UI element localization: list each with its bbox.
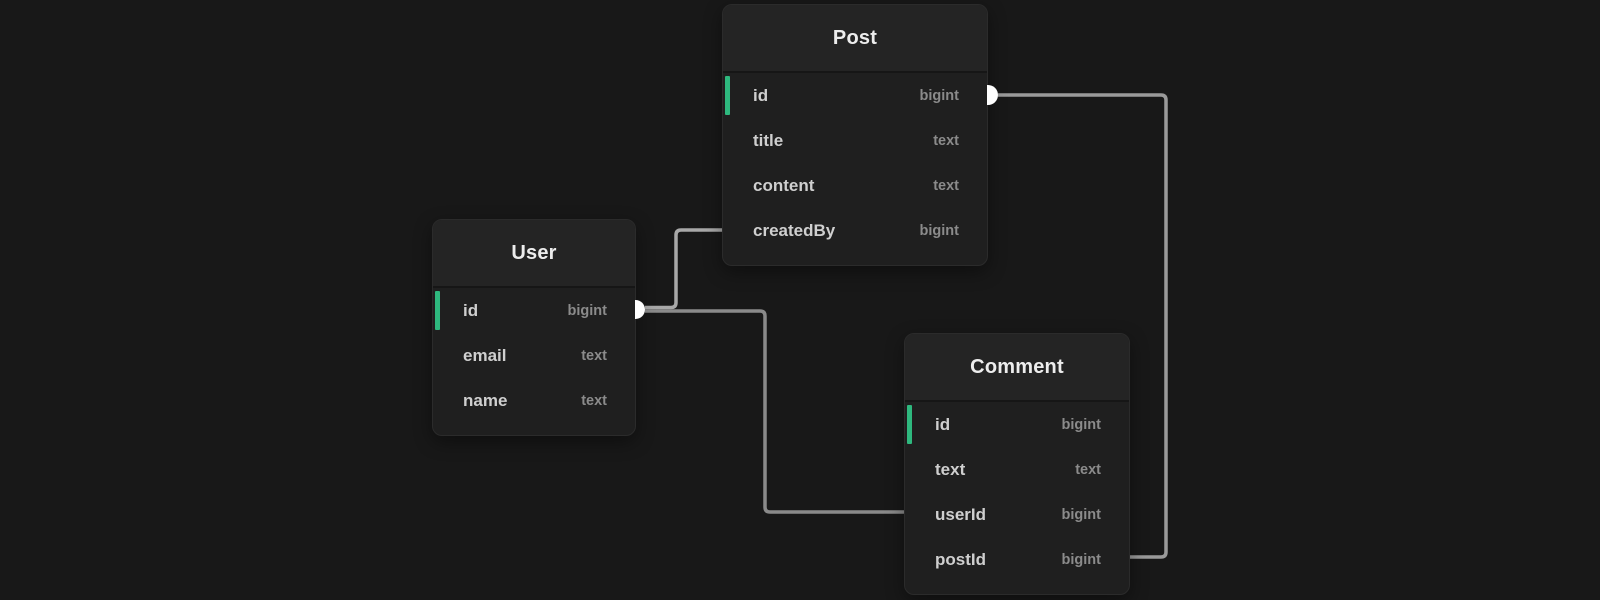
- table-header: Post: [723, 5, 987, 73]
- column-type: text: [581, 392, 607, 409]
- edge-user-id-to-comment-userid: [645, 309, 905, 514]
- column-name: email: [463, 345, 507, 365]
- column-name: title: [753, 130, 784, 150]
- column-type: bigint: [567, 302, 607, 319]
- table-node-post[interactable]: Post id bigint title text content text c…: [722, 4, 988, 266]
- column-name: id: [935, 414, 951, 434]
- column-name: userId: [935, 504, 987, 524]
- primary-key-indicator: [907, 405, 912, 444]
- column-name: text: [935, 459, 966, 479]
- table-columns: id bigint title text content text create…: [723, 73, 987, 265]
- column-row: email text: [433, 333, 635, 378]
- column-type: text: [933, 132, 959, 149]
- column-row: text text: [905, 447, 1129, 492]
- column-row: name text: [433, 378, 635, 423]
- column-type: bigint: [919, 222, 959, 239]
- column-row: id bigint: [905, 402, 1129, 447]
- primary-key-indicator: [435, 291, 440, 330]
- table-node-user[interactable]: User id bigint email text name text: [432, 219, 636, 436]
- column-type: bigint: [919, 87, 959, 104]
- column-row: createdBy bigint: [723, 208, 987, 253]
- column-type: bigint: [1061, 506, 1101, 523]
- connection-handle-user-id[interactable]: [635, 300, 645, 319]
- column-type: text: [581, 347, 607, 364]
- column-row: id bigint: [723, 73, 987, 118]
- table-title: Comment: [970, 355, 1064, 378]
- column-row: id bigint: [433, 288, 635, 333]
- column-name: content: [753, 175, 815, 195]
- table-header: Comment: [905, 334, 1129, 402]
- column-type: text: [933, 177, 959, 194]
- table-columns: id bigint text text userId bigint postId…: [905, 402, 1129, 594]
- column-name: postId: [935, 549, 986, 569]
- table-columns: id bigint email text name text: [433, 288, 635, 435]
- primary-key-indicator: [725, 76, 730, 115]
- column-type: bigint: [1061, 551, 1101, 568]
- column-row: content text: [723, 163, 987, 208]
- column-name: id: [753, 85, 769, 105]
- column-type: bigint: [1061, 416, 1101, 433]
- table-title: Post: [832, 26, 878, 49]
- column-type: text: [1075, 461, 1101, 478]
- table-header: User: [433, 220, 635, 288]
- table-title: User: [511, 241, 557, 264]
- column-name: id: [463, 300, 479, 320]
- column-name: createdBy: [753, 220, 836, 240]
- column-name: name: [463, 390, 508, 410]
- column-row: postId bigint: [905, 537, 1129, 582]
- column-row: title text: [723, 118, 987, 163]
- edge-user-id-to-post-createdby: [645, 228, 723, 310]
- connection-handle-post-id[interactable]: [987, 85, 998, 105]
- column-row: userId bigint: [905, 492, 1129, 537]
- table-node-comment[interactable]: Comment id bigint text text userId bigin…: [904, 333, 1130, 595]
